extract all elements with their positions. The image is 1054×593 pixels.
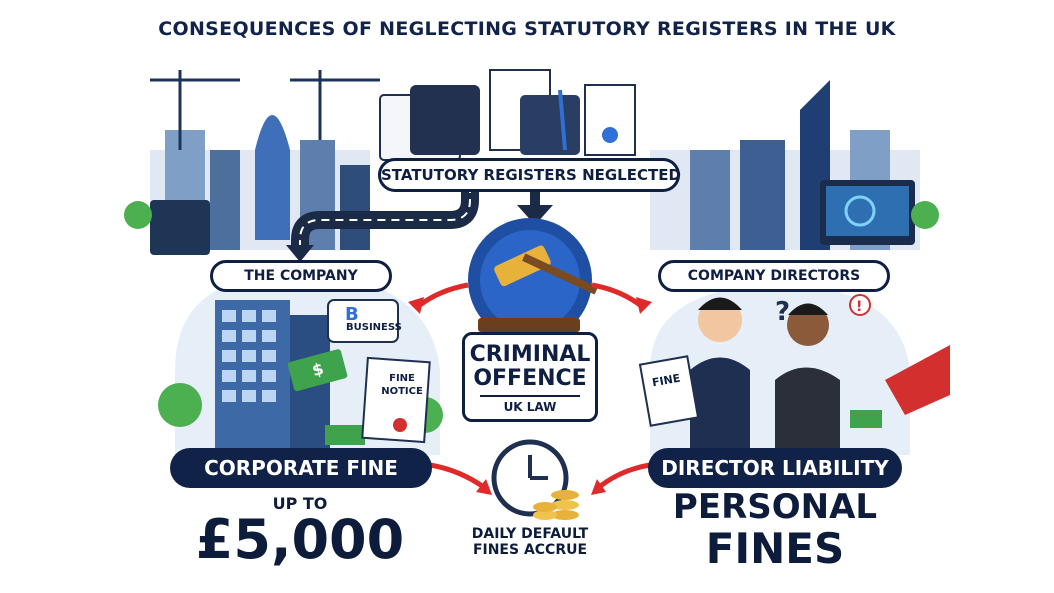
arrow-liability-to-clock (596, 462, 651, 490)
corporate-fine-label: CORPORATE FINE (170, 448, 432, 488)
daily-default-line-2: FINES ACCRUE (472, 542, 588, 558)
criminal-offence-box: CRIMINAL OFFENCE UK LAW (462, 332, 598, 422)
fine-notice-text: FINE NOTICE (378, 372, 426, 398)
documents-pile-icon (379, 69, 636, 161)
business-logo-text: BUSINESS (346, 322, 402, 333)
city-skyline-right (650, 80, 939, 250)
company-label: THE COMPANY (210, 260, 392, 292)
arrow-to-directors (591, 282, 642, 308)
daily-default-text: DAILY DEFAULT FINES ACCRUE (445, 526, 615, 558)
clock-icon (491, 439, 569, 517)
personal-text: PERSONAL (672, 487, 878, 527)
up-to-text: UP TO (272, 494, 328, 513)
fine-notice-line-1: FINE (389, 373, 415, 384)
company-directors-label: COMPANY DIRECTORS (658, 260, 890, 292)
uk-law-text: UK LAW (480, 395, 580, 414)
director-liability-label: DIRECTOR LIABILITY (648, 448, 902, 488)
arrow-down-to-gavel (517, 192, 553, 225)
statutory-registers-banner: STATUTORY REGISTERS NEGLECTED (378, 158, 681, 192)
svg-text:$: $ (310, 359, 326, 380)
gavel-seal-icon (468, 218, 598, 342)
arrow-to-company (418, 282, 469, 308)
svg-text:?: ? (775, 297, 790, 327)
arrow-fine-to-clock (429, 462, 487, 491)
svg-text:!: ! (856, 299, 862, 315)
personal-fines-text: PERSONAL FINES (650, 488, 900, 572)
logo-letter: B (345, 304, 359, 325)
fine-amount: £5,000 (195, 508, 405, 571)
fine-notice-line-2: NOTICE (381, 386, 423, 397)
page-title: CONSEQUENCES OF NEGLECTING STATUTORY REG… (158, 18, 896, 40)
coin-stack-icon (533, 490, 579, 520)
city-skyline-left (124, 70, 380, 255)
fine-notice-document (361, 356, 431, 444)
offence-text: OFFENCE (473, 366, 587, 391)
daily-default-line-1: DAILY DEFAULT (471, 526, 589, 542)
fines-text: FINES (705, 524, 845, 573)
arrow-down-to-company (286, 245, 314, 262)
business-logo: B (327, 299, 399, 343)
directors-scene: ? ! (638, 285, 950, 455)
criminal-text: CRIMINAL (469, 342, 591, 367)
